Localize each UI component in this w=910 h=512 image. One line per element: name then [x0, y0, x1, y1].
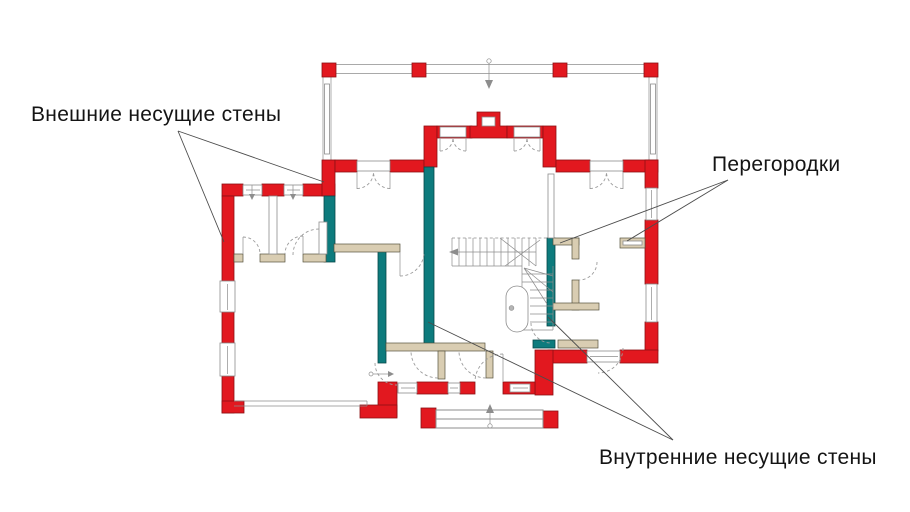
bay-window-glass [481, 116, 496, 127]
terrace-right-window [650, 83, 656, 155]
labels: Внешние несущие стены Перегородки Внутре… [31, 103, 877, 469]
side-entry-arrow [368, 371, 394, 377]
leader-internal-1 [427, 321, 674, 441]
staircase [449, 237, 554, 333]
terrace-entry-arrow [485, 58, 493, 89]
leader-external-1 [177, 130, 225, 243]
window-openings [219, 116, 658, 394]
terrace [321, 58, 659, 160]
internal-load-bearing-walls [323, 166, 556, 364]
window-arrows [249, 185, 296, 200]
label-partitions: Перегородки [712, 153, 840, 176]
leader-partition-1 [626, 179, 729, 242]
door-openings [242, 126, 624, 386]
label-internal-walls: Внутренние несущие стены [599, 446, 877, 469]
porch [234, 400, 544, 429]
leader-partition-2 [559, 179, 729, 244]
partition-walls [233, 173, 646, 380]
external-load-bearing-walls [221, 111, 659, 429]
leader-internal-2 [547, 316, 674, 441]
stair-newel [505, 285, 529, 333]
terrace-left-window [324, 83, 330, 155]
label-external-walls: Внешние несущие стены [31, 103, 281, 126]
porch-entry-arrow [486, 404, 494, 429]
door-swing-arcs [242, 137, 624, 386]
leader-external-2 [177, 130, 325, 183]
leader-lines [177, 130, 729, 441]
